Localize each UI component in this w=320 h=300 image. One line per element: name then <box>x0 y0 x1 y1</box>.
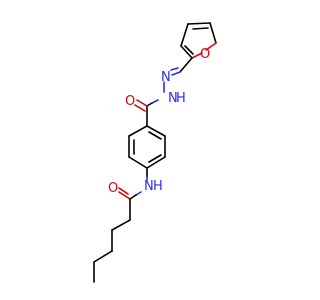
furan-ring <box>180 22 217 59</box>
amide-linker <box>118 167 148 200</box>
alkyl-chain <box>93 198 131 283</box>
amide-oxygen-label: O <box>108 181 118 196</box>
hydrazone-n2-label: N <box>168 91 178 106</box>
hydrazone-linker <box>163 57 193 93</box>
benzene-ring <box>128 125 166 169</box>
hydrazone-n1-label: N <box>161 70 171 85</box>
furan-oxygen-label: O <box>200 47 210 62</box>
amide-h-label: H <box>153 179 163 194</box>
amide-nitrogen-label: N <box>144 179 154 194</box>
hydrazide-oxygen-label: O <box>125 94 135 109</box>
molecule-structure: O N N H O N H O <box>93 22 217 283</box>
hydrazone-h-label: H <box>176 91 186 106</box>
hydrazide-carbonyl <box>134 99 159 127</box>
molecule-canvas: O N N H O N H O <box>93 22 217 283</box>
